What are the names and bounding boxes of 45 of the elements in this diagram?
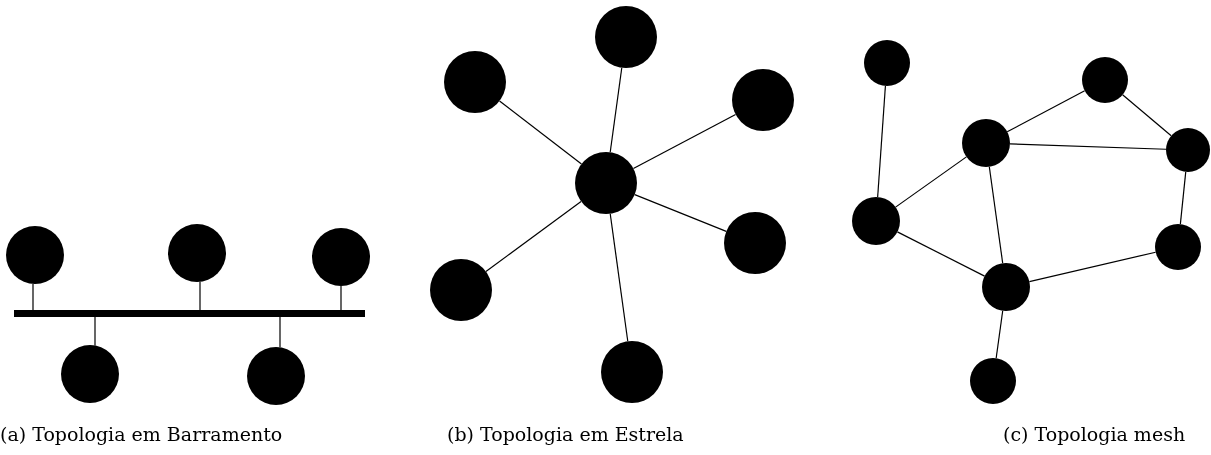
network-node-circle [430, 259, 492, 321]
connection-line [1009, 143, 1167, 150]
network-node-circle [595, 6, 657, 68]
network-node-circle [312, 228, 370, 286]
network-node-circle [970, 358, 1016, 404]
subfigure-caption: (b) Topologia em Estrela [447, 423, 684, 445]
network-node-circle [61, 345, 119, 403]
network-node-circle [962, 119, 1010, 167]
connection-line [609, 213, 629, 342]
connection-line [896, 231, 986, 277]
bus-bar [14, 310, 365, 317]
network-node-circle [732, 69, 794, 131]
network-node-circle [1082, 57, 1128, 103]
network-node-circle [982, 263, 1030, 311]
connection-line [609, 67, 623, 153]
connection-line [199, 281, 201, 311]
connection-line [498, 100, 583, 165]
connection-line [32, 283, 34, 311]
network-node-circle [864, 40, 910, 86]
connection-line [895, 156, 967, 208]
connection-line [995, 310, 1004, 359]
network-node-circle [1166, 128, 1210, 172]
connection-line [1028, 251, 1157, 283]
connection-line [1122, 94, 1172, 137]
network-node-circle [168, 224, 226, 282]
connection-line [485, 200, 582, 273]
network-node-circle [444, 51, 506, 113]
connection-line [632, 113, 737, 170]
network-node-circle [575, 152, 637, 214]
network-node-circle [1155, 224, 1201, 270]
subfigure-caption: (a) Topologia em Barramento [0, 423, 283, 445]
connection-line [94, 316, 96, 347]
connection-line [1179, 171, 1187, 225]
connection-line [988, 166, 1004, 264]
network-node-circle [247, 347, 305, 405]
connection-line [279, 316, 281, 348]
subfigure-caption: (c) Topologia mesh [1003, 423, 1186, 445]
connection-line [340, 285, 342, 311]
network-node-circle [852, 197, 900, 245]
connection-line [1006, 90, 1086, 133]
network-node-circle [601, 341, 663, 403]
network-node-circle [6, 226, 64, 284]
connection-line [634, 194, 727, 232]
network-node-circle [724, 212, 786, 274]
connection-line [877, 85, 886, 198]
